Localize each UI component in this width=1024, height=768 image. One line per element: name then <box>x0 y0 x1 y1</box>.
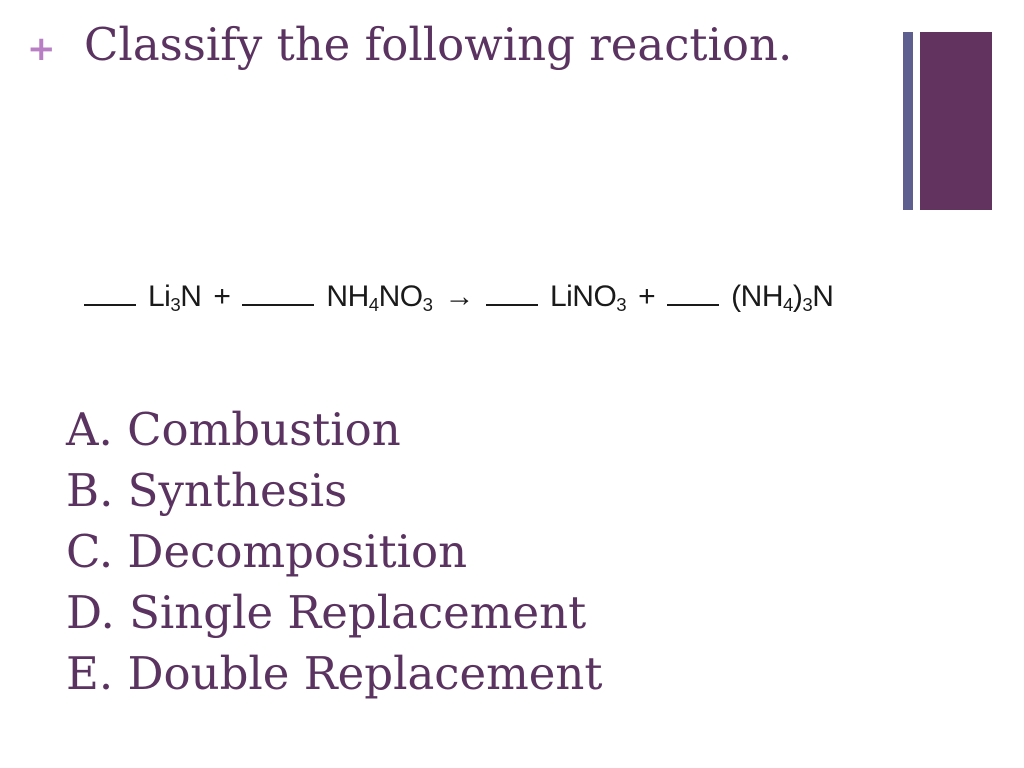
product-lino3: LiNO3 <box>549 280 627 316</box>
decorative-bar-thick <box>920 32 992 210</box>
coefficient-blank-3 <box>485 278 538 306</box>
decorative-bar-thin <box>903 32 913 210</box>
coefficient-blank-2 <box>242 278 315 306</box>
coefficient-blank-1 <box>84 278 136 306</box>
coefficient-blank-4 <box>667 278 720 306</box>
option-b: B. Synthesis <box>66 464 348 517</box>
slide-title: Classify the following reaction. <box>84 18 793 71</box>
option-c: C. Decomposition <box>66 525 468 578</box>
option-a: A. Combustion <box>66 403 401 456</box>
option-d: D. Single Replacement <box>66 586 587 639</box>
plus-sign-1: + <box>213 280 231 313</box>
plus-bullet-icon: + <box>27 29 56 69</box>
chemical-equation: Li3N + NH4NO3 → LiNO3 + (NH4)3N <box>84 278 834 316</box>
answer-options-list: A. Combustion B. Synthesis C. Decomposit… <box>66 399 602 704</box>
reactant-li3n: Li3N <box>148 280 202 316</box>
product-nh4-3n: (NH4)3N <box>731 280 834 316</box>
option-e: E. Double Replacement <box>66 647 603 700</box>
reactant-nh4no3: NH4NO3 <box>326 280 433 316</box>
reaction-arrow-icon: → <box>444 280 474 313</box>
plus-sign-2: + <box>638 280 656 313</box>
